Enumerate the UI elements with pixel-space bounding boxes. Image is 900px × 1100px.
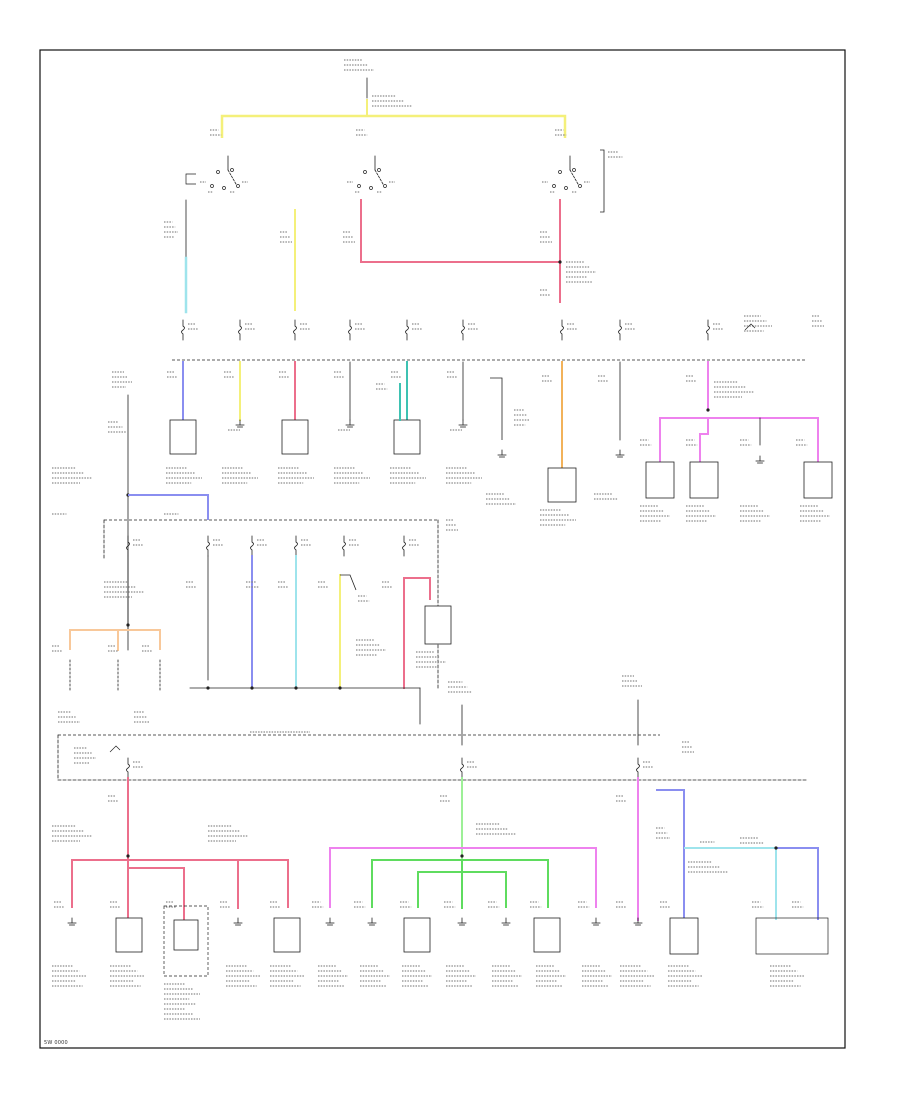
switch-bracket [185, 173, 196, 185]
fuse-icon [405, 325, 409, 335]
ignition-switch-icon [578, 184, 582, 188]
fuse-icon [636, 763, 640, 773]
module-box-icon [689, 461, 719, 499]
module-box-icon [669, 917, 699, 955]
fuse-icon [181, 325, 185, 335]
blue-wire [128, 494, 209, 520]
ignition-switch-icon [374, 169, 384, 185]
splice-icon [558, 260, 562, 264]
ignition-switch-icon [236, 184, 240, 188]
fuse-icon [560, 325, 564, 335]
output-wire [490, 377, 503, 440]
ignition-switch-icon [377, 168, 381, 172]
module-box-icon [403, 917, 431, 953]
fuse-icon [238, 325, 242, 335]
fuse-icon [348, 325, 352, 335]
splice-icon [126, 623, 130, 627]
module-box-icon [547, 467, 577, 503]
module-box-icon [803, 461, 833, 499]
module-box-icon [645, 461, 675, 499]
module-box-icon [755, 917, 829, 955]
ignition-switch-icon [222, 186, 226, 190]
module-box-icon [424, 605, 452, 645]
module-box-icon [533, 917, 561, 953]
red-wire [128, 867, 185, 922]
fuse-icon [618, 325, 622, 335]
fuse-icon [706, 325, 710, 335]
figure-id: 5W 0000 [44, 1040, 68, 1046]
splice-icon [250, 686, 254, 690]
fuse-icon [126, 763, 130, 773]
ignition-switch-icon [552, 184, 556, 188]
arrow-icon [109, 745, 121, 753]
module-box-icon [281, 419, 309, 455]
splice-icon [774, 846, 778, 850]
fuse-icon [126, 541, 130, 551]
fuse-icon [206, 541, 210, 551]
switch-bracket [600, 149, 605, 213]
ignition-switch-icon [357, 184, 361, 188]
module-box-icon [173, 919, 199, 951]
wire [340, 574, 357, 591]
magenta-wire [329, 847, 597, 908]
magenta-wire [699, 433, 708, 462]
module-box-icon [169, 419, 197, 455]
splice-icon [460, 854, 464, 858]
ignition-switch-icon [564, 186, 568, 190]
ignition-switch-icon [230, 168, 234, 172]
ignition-switch-icon [558, 170, 562, 174]
splice-icon [126, 854, 130, 858]
red-wire [404, 577, 431, 600]
ignition-switch-icon [210, 184, 214, 188]
splice-icon [294, 686, 298, 690]
fuse-icon [250, 541, 254, 551]
ignition-switch-icon [569, 169, 579, 185]
cyan-wire [684, 847, 777, 920]
module-box-icon [393, 419, 421, 455]
splice-icon [338, 686, 342, 690]
ignition-switch-icon [572, 168, 576, 172]
splice-icon [706, 408, 710, 412]
blue-wire [656, 789, 685, 920]
ignition-switch-icon [227, 169, 237, 185]
fuse-icon [342, 541, 346, 551]
blue-wire [776, 847, 819, 920]
red-wire [71, 859, 289, 908]
magenta-wire [659, 417, 819, 468]
module-box-icon [115, 917, 143, 953]
yellow-switch-bus [220, 114, 567, 138]
diagram-frame [39, 49, 846, 1049]
ignition-switch-icon [363, 170, 367, 174]
arrow-icon [744, 323, 756, 331]
ignition-switch-icon [383, 184, 387, 188]
green-wire [371, 859, 549, 908]
module-box-icon [163, 905, 209, 977]
module-box-icon [273, 917, 301, 953]
fuse-icon [294, 541, 298, 551]
orange-wire [69, 629, 161, 650]
ignition-switch-icon [369, 186, 373, 190]
ignition-switch-icon [216, 170, 220, 174]
fuse-icon [460, 763, 464, 773]
fuse-icon [293, 325, 297, 335]
fuse-icon [402, 541, 406, 551]
splice-icon [206, 686, 210, 690]
fuse-icon [461, 325, 465, 335]
